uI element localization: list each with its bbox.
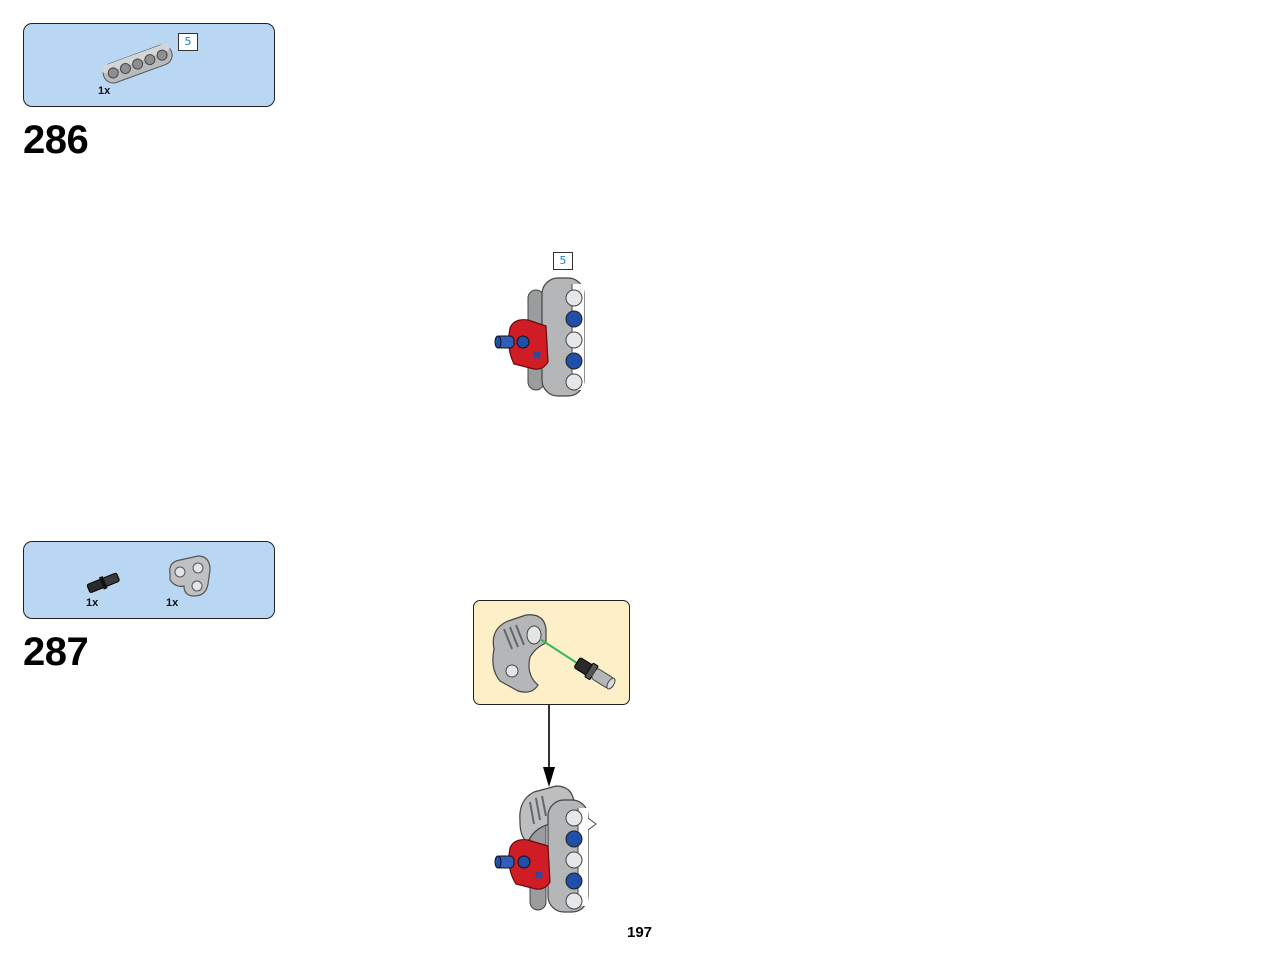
step-286-parts-box: 5 1x: [23, 23, 275, 107]
step-287-assembly-illustration: [494, 785, 597, 913]
assembly-arrow: [543, 705, 555, 787]
sub-assembly-callout: [473, 600, 630, 705]
liftarm-5-icon: [101, 43, 173, 84]
step-number: 287: [23, 630, 89, 674]
step-286-assembly-illustration: [494, 277, 585, 397]
model-length-badge: 5: [553, 252, 573, 270]
part-quantity: 1x: [98, 85, 111, 97]
part-quantity: 1x: [86, 597, 99, 609]
part-length-badge: 5: [178, 33, 198, 51]
page-number: 197: [627, 924, 653, 941]
step-287-parts-box: 1x 1x: [23, 541, 275, 619]
sub-assembly-illustration: [492, 614, 616, 693]
part-quantity: 1x: [166, 597, 179, 609]
axle-pin-icon: [86, 572, 120, 593]
step-number: 286: [23, 118, 89, 162]
angled-beam-icon: [169, 555, 211, 597]
